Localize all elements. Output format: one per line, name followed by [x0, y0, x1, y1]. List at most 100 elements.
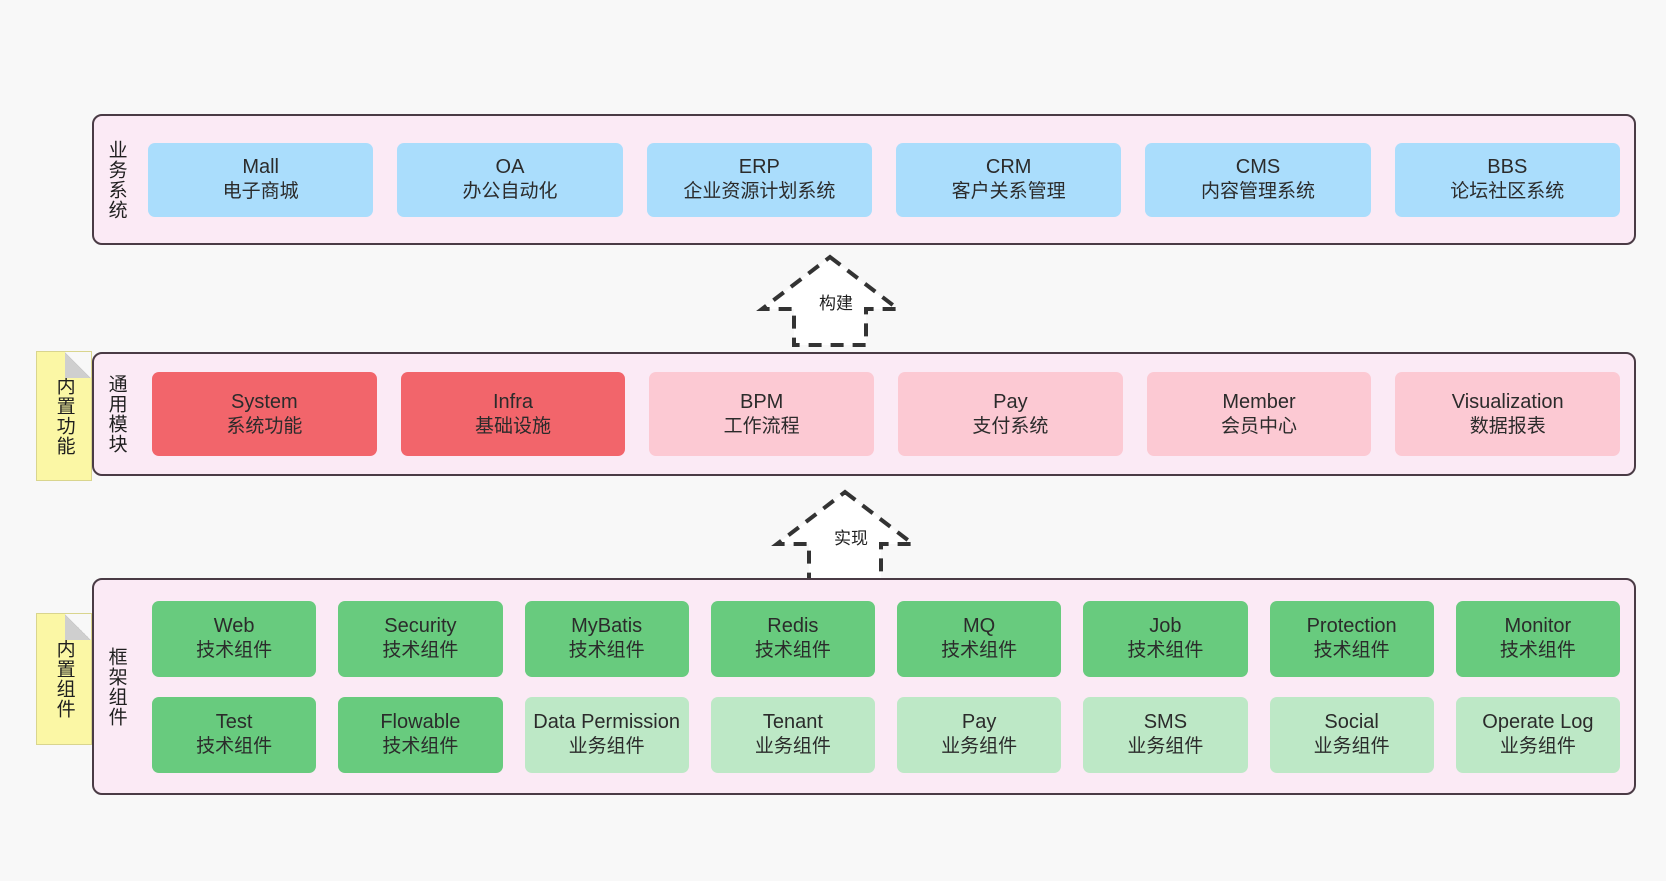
- node-label-en: Protection: [1306, 615, 1397, 638]
- node-label-en: Tenant: [762, 711, 823, 734]
- layer-body-business-system: Mall 电子商城 OA 办公自动化 ERP 企业资源计划系统 CRM 客户关系…: [138, 116, 1634, 243]
- sticky-note-label: 内置组件: [53, 639, 75, 719]
- node-label-cn: 办公自动化: [462, 181, 558, 203]
- node-redis[interactable]: Redis 技术组件: [710, 600, 875, 677]
- node-label-en: Visualization: [1451, 390, 1564, 413]
- node-label-cn: 基础设施: [475, 415, 552, 437]
- node-label-cn: 论坛社区系统: [1450, 181, 1565, 203]
- layer-title-framework-components: 框架组件: [105, 646, 127, 727]
- node-pay-business[interactable]: Pay 业务组件: [897, 696, 1062, 773]
- node-label-cn: 业务组件: [754, 736, 831, 758]
- node-label-en: MQ: [963, 615, 996, 638]
- node-label-cn: 技术组件: [1127, 640, 1204, 662]
- sticky-note-label: 内置功能: [53, 376, 75, 456]
- node-label-cn: 系统功能: [226, 415, 303, 437]
- node-infra[interactable]: Infra 基础设施: [400, 372, 626, 456]
- node-label-en: Test: [215, 711, 253, 734]
- node-monitor[interactable]: Monitor 技术组件: [1455, 600, 1620, 677]
- node-label-en: Redis: [767, 615, 819, 638]
- node-job[interactable]: Job 技术组件: [1083, 600, 1248, 677]
- node-label-cn: 技术组件: [754, 640, 831, 662]
- node-label-cn: 业务组件: [941, 736, 1018, 758]
- node-cms[interactable]: CMS 内容管理系统: [1145, 142, 1371, 217]
- node-label-en: Operate Log: [1482, 711, 1594, 734]
- node-label-en: BBS: [1487, 156, 1528, 179]
- node-operate-log[interactable]: Operate Log 业务组件: [1455, 696, 1620, 773]
- node-label-en: Monitor: [1504, 615, 1572, 638]
- node-label-en: BPM: [740, 390, 784, 413]
- node-label-cn: 内容管理系统: [1200, 181, 1315, 203]
- node-row: Test 技术组件 Flowable 技术组件 Data Permission …: [152, 696, 1620, 773]
- node-flowable[interactable]: Flowable 技术组件: [338, 696, 503, 773]
- node-label-en: SMS: [1143, 711, 1188, 734]
- node-crm[interactable]: CRM 客户关系管理: [895, 142, 1122, 217]
- connector-implement: 实现: [770, 488, 920, 583]
- node-label-cn: 业务组件: [1127, 736, 1204, 758]
- connector-build: 构建: [755, 253, 905, 348]
- node-label-cn: 业务组件: [568, 736, 645, 758]
- node-label-en: OA: [495, 156, 525, 179]
- node-label-en: Mall: [242, 156, 279, 179]
- node-label-cn: 技术组件: [196, 640, 273, 662]
- node-mq[interactable]: MQ 技术组件: [897, 600, 1062, 677]
- layer-framework-components: 框架组件 Web 技术组件 Security 技术组件 MyBatis 技术组件…: [92, 578, 1636, 795]
- node-label-cn: 技术组件: [941, 640, 1018, 662]
- connector-label-implement: 实现: [834, 529, 868, 548]
- node-label-en: Pay: [961, 711, 997, 734]
- node-label-en: Data Permission: [533, 711, 680, 734]
- sticky-note-builtin-function: 内置功能: [36, 351, 92, 481]
- node-visualization[interactable]: Visualization 数据报表: [1395, 372, 1621, 456]
- node-erp[interactable]: ERP 企业资源计划系统: [646, 142, 872, 217]
- node-label-en: CMS: [1235, 156, 1281, 179]
- node-label-cn: 工作流程: [723, 415, 800, 437]
- node-label-cn: 技术组件: [382, 736, 459, 758]
- node-label-en: Social: [1324, 711, 1379, 734]
- node-sms[interactable]: SMS 业务组件: [1083, 696, 1248, 773]
- node-social[interactable]: Social 业务组件: [1269, 696, 1434, 773]
- node-label-cn: 技术组件: [1499, 640, 1576, 662]
- connector-label-build: 构建: [819, 294, 853, 313]
- node-label-en: Security: [384, 615, 457, 638]
- sticky-note-builtin-component: 内置组件: [36, 613, 92, 745]
- layer-title-general-modules: 通用模块: [105, 374, 127, 454]
- layer-title-business-system: 业务系统: [105, 139, 127, 220]
- node-test[interactable]: Test 技术组件: [152, 696, 317, 773]
- node-row: Web 技术组件 Security 技术组件 MyBatis 技术组件 Redi…: [152, 600, 1620, 677]
- node-label-en: Web: [213, 615, 255, 638]
- node-label-cn: 业务组件: [1313, 736, 1390, 758]
- node-label-cn: 技术组件: [382, 640, 459, 662]
- node-label-cn: 数据报表: [1469, 415, 1546, 437]
- node-label-cn: 支付系统: [972, 415, 1049, 437]
- node-label-cn: 业务组件: [1499, 736, 1576, 758]
- node-security[interactable]: Security 技术组件: [338, 600, 503, 677]
- node-label-en: CRM: [985, 156, 1032, 179]
- node-label-en: Member: [1222, 390, 1296, 413]
- node-label-cn: 企业资源计划系统: [683, 181, 836, 203]
- node-bbs[interactable]: BBS 论坛社区系统: [1394, 142, 1620, 217]
- node-label-cn: 客户关系管理: [951, 181, 1066, 203]
- layer-business-system: 业务系统 Mall 电子商城 OA 办公自动化 ERP 企业资源计划系统 CRM…: [92, 114, 1636, 245]
- node-label-cn: 会员中心: [1221, 415, 1298, 437]
- node-label-cn: 技术组件: [196, 736, 273, 758]
- node-system[interactable]: System 系统功能: [152, 372, 377, 456]
- node-bpm[interactable]: BPM 工作流程: [649, 372, 875, 456]
- node-mall[interactable]: Mall 电子商城: [148, 142, 374, 217]
- node-tenant[interactable]: Tenant 业务组件: [710, 696, 875, 773]
- node-row: System 系统功能 Infra 基础设施 BPM 工作流程 Pay 支付系统…: [152, 372, 1621, 456]
- node-label-cn: 技术组件: [568, 640, 645, 662]
- node-row: Mall 电子商城 OA 办公自动化 ERP 企业资源计划系统 CRM 客户关系…: [148, 142, 1620, 217]
- node-label-en: ERP: [738, 156, 780, 179]
- node-mybatis[interactable]: MyBatis 技术组件: [524, 600, 689, 677]
- node-pay[interactable]: Pay 支付系统: [898, 372, 1123, 456]
- layer-body-framework-components: Web 技术组件 Security 技术组件 MyBatis 技术组件 Redi…: [138, 580, 1634, 793]
- node-label-en: MyBatis: [571, 615, 643, 638]
- node-data-permission[interactable]: Data Permission 业务组件: [524, 696, 689, 773]
- node-oa[interactable]: OA 办公自动化: [397, 142, 623, 217]
- node-web[interactable]: Web 技术组件: [152, 600, 317, 677]
- layer-body-general-modules: System 系统功能 Infra 基础设施 BPM 工作流程 Pay 支付系统…: [138, 354, 1634, 474]
- node-label-cn: 电子商城: [222, 181, 299, 203]
- node-label-en: Infra: [492, 390, 534, 413]
- node-member[interactable]: Member 会员中心: [1146, 372, 1372, 456]
- node-protection[interactable]: Protection 技术组件: [1269, 600, 1434, 677]
